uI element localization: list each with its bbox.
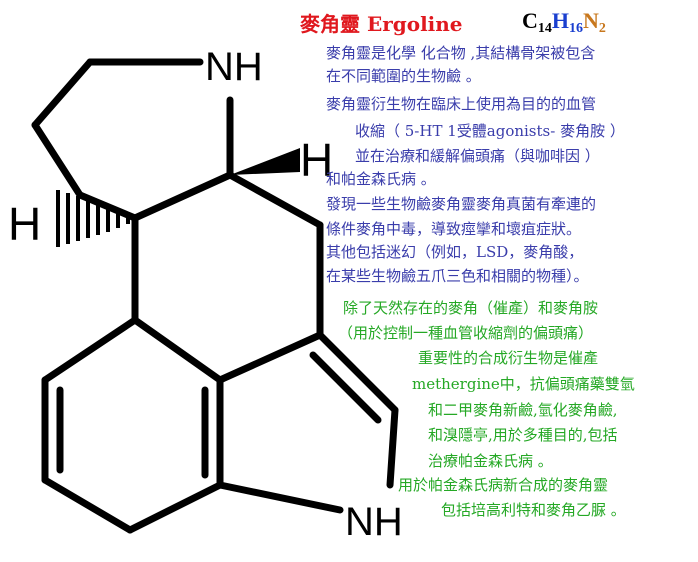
bond (126, 481, 224, 534)
hashed-bond (56, 190, 130, 247)
formula-n-count: 2 (598, 21, 606, 36)
bond (226, 171, 324, 229)
formula-c-count: 14 (537, 21, 552, 36)
description-blue-line: 收縮（ 5-HT 1受體agonists- 麥角胺 ） (355, 122, 625, 140)
atom-label-nh-bottom: NH (345, 500, 403, 544)
bond (131, 316, 224, 384)
atom-label-nh-top: NH (205, 45, 263, 89)
description-green-line: 除了天然存在的麥角（催產）和麥角胺 (343, 299, 599, 317)
description-green-line: 重要性的合成衍生物是催產 (418, 349, 599, 367)
description-green-line: 和二甲麥角新鹼,氫化麥角鹼, (428, 401, 618, 419)
title: 麥角靈 Ergoline (300, 12, 463, 36)
bond (386, 406, 399, 489)
description-green-line: methergine中，抗偏頭痛藥雙氫 (412, 375, 635, 393)
formula-h: H (551, 8, 570, 33)
bond (216, 331, 324, 384)
description-blue-line: 在不同範圍的生物鹼 。 (326, 67, 481, 85)
formula-c: C (522, 8, 538, 33)
formula-n: N (583, 8, 599, 33)
description-green-line: 包括培高利特和麥角乙脲 。 (441, 501, 626, 519)
description-blue-line: 發現一些生物鹼麥角靈麥角真菌有牽連的 (326, 195, 597, 213)
description-blue-line: 條件麥角中毒，導致痙攣和壞疽症狀。 (326, 220, 582, 238)
atom-label-h-right: H (300, 134, 333, 186)
bond (31, 58, 94, 129)
atom-label-h-left: H (8, 198, 41, 250)
bond (316, 331, 399, 414)
description-green-line: 用於帕金森氏病新合成的麥角靈 (398, 476, 609, 494)
bonds (31, 58, 399, 534)
description-blue-line: 麥角靈是化學 化合物 ,其結構骨架被包含 (326, 44, 596, 62)
bond (41, 316, 139, 384)
description-blue-line: 在某些生物鹼五爪三色和相關的物種）。 (326, 267, 589, 285)
bond (31, 121, 84, 199)
wedge-bond (230, 148, 300, 175)
molecular-formula: C14H16N2 (522, 8, 606, 36)
description-blue-line: 麥角靈衍生物在臨床上使用為目的的血管 (326, 95, 597, 113)
description-blue-line: 並在治療和緩解偏頭痛（與咖啡因 ） (355, 147, 600, 165)
bond (216, 481, 344, 514)
formula-h-count: 16 (569, 21, 584, 36)
bond (131, 171, 234, 222)
bond (309, 351, 382, 424)
description-green-line: 和溴隱亭,用於多種目的,包括 (428, 426, 618, 444)
description-green-line: 治療帕金森氏病 。 (428, 452, 553, 470)
description-blue-line: 和帕金森氏病 。 (326, 170, 436, 188)
description-green-line: （用於控制一種血管收縮劑的偏頭痛） (338, 324, 594, 342)
description-blue-line: 其他包括迷幻（例如，LSD，麥角酸， (326, 243, 584, 261)
bond (41, 476, 134, 534)
